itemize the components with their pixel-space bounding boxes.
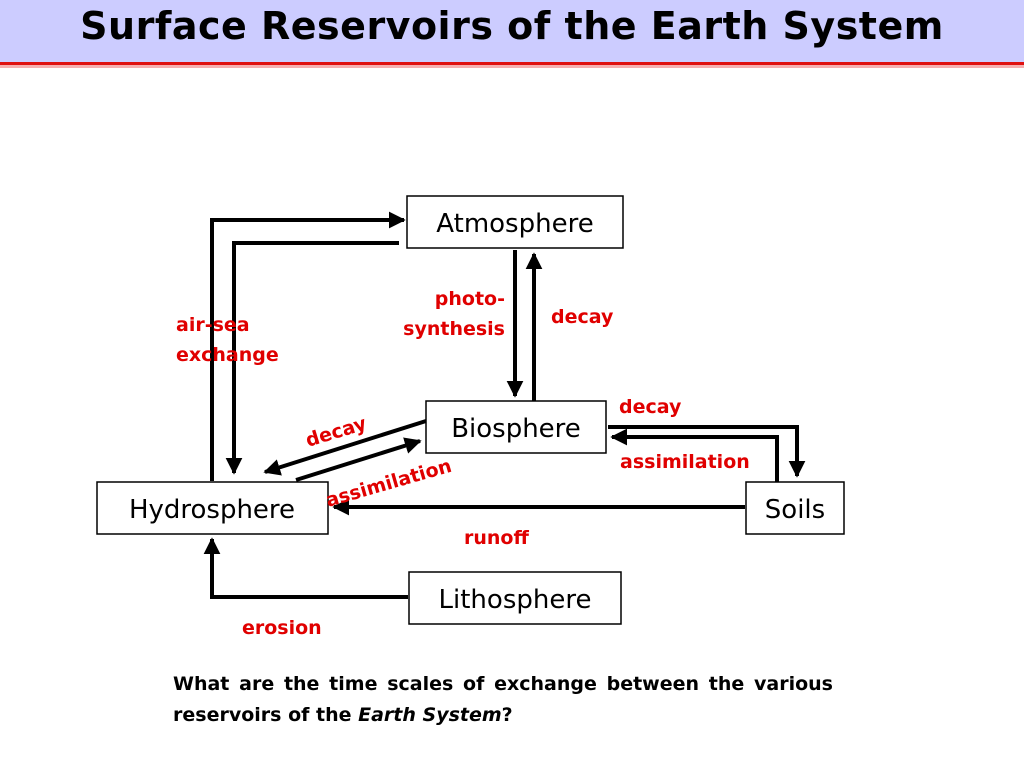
label-erosion: erosion [242,617,322,639]
arrow-hydro-to-biosphere [295,437,422,482]
question-main: What are the time scales of exchange bet… [173,673,833,726]
node-hydrosphere-label: Hydrosphere [129,495,295,525]
label-decay-atmosphere: decay [551,306,614,328]
label-decay-soils: decay [619,396,682,418]
label-air-sea: air-sea [176,314,250,336]
node-atmosphere: Atmosphere [406,195,624,249]
node-biosphere-label: Biosphere [451,414,581,444]
label-photo: photo- [435,288,505,310]
label-assimilation-soils: assimilation [620,451,750,473]
arrow-atmosphere-to-hydro [225,241,399,475]
question-emphasis: Earth System [358,704,502,726]
node-lithosphere-label: Lithosphere [439,585,592,615]
question-text: What are the time scales of exchange bet… [173,669,833,731]
question-end: ? [501,704,513,726]
title-bar: Surface Reservoirs of the Earth System [0,0,1024,65]
label-runoff: runoff [464,527,529,549]
arrow-litho-to-hydro [203,537,408,599]
node-biosphere: Biosphere [425,400,607,454]
arrow-hydro-to-atmosphere [210,211,406,481]
label-exchange: exchange [176,344,279,366]
node-soils-label: Soils [765,495,825,525]
page-title: Surface Reservoirs of the Earth System [80,4,944,48]
label-decay-hydrosphere: decay [303,412,370,451]
node-soils: Soils [745,481,845,535]
arrow-biosphere-to-hydro [263,419,427,476]
label-synthesis: synthesis [403,318,505,340]
arrow-soils-to-biosphere [610,428,779,482]
node-atmosphere-label: Atmosphere [436,209,593,239]
node-hydrosphere: Hydrosphere [96,481,329,535]
node-lithosphere: Lithosphere [408,571,622,625]
arrow-biosphere-to-soils [608,425,806,478]
